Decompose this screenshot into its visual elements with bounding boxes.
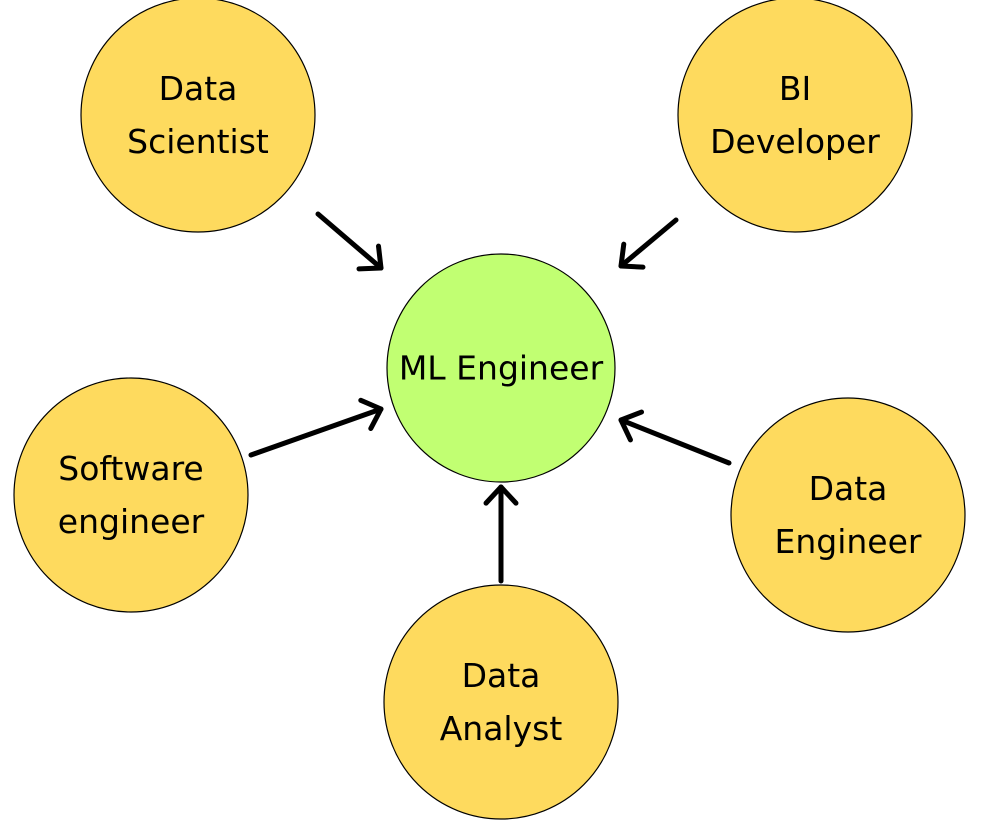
node-label: engineer xyxy=(58,502,205,541)
node-circle xyxy=(383,584,619,820)
arrowhead-icon xyxy=(618,409,645,443)
node-label: Data xyxy=(462,656,541,695)
node-circle xyxy=(386,253,616,483)
arrow-shaft xyxy=(315,211,384,271)
node-label: Analyst xyxy=(440,709,563,748)
node-ml-engineer: ML Engineer xyxy=(386,253,616,483)
node-circle xyxy=(730,397,966,633)
node-circle xyxy=(80,0,316,233)
node-label: Developer xyxy=(710,122,880,161)
arrow-bi-developer-to-ml-engineer xyxy=(618,217,679,270)
arrow-shaft xyxy=(248,406,384,458)
node-label: Data xyxy=(809,469,888,508)
arrow-data-scientist-to-ml-engineer xyxy=(315,211,384,272)
arrowhead-icon xyxy=(356,243,384,272)
arrowhead-icon xyxy=(483,484,519,506)
node-label: BI xyxy=(779,69,811,108)
arrow-software-engineer-to-ml-engineer xyxy=(248,397,384,458)
node-bi-developer: BI Developer xyxy=(677,0,913,233)
node-label: ML Engineer xyxy=(399,349,604,388)
arrowhead-icon xyxy=(618,241,646,270)
arrowhead-icon xyxy=(358,397,384,431)
node-label: Engineer xyxy=(775,522,922,561)
node-label: Data xyxy=(159,69,238,108)
node-circle xyxy=(13,377,249,613)
arrow-shaft xyxy=(618,417,732,466)
node-software-engineer: Software engineer xyxy=(13,377,249,613)
arrow-data-analyst-to-ml-engineer xyxy=(483,484,519,584)
arrow-data-engineer-to-ml-engineer xyxy=(618,409,732,466)
node-circle xyxy=(677,0,913,233)
arrow-shaft xyxy=(618,217,679,269)
arrows-layer xyxy=(248,211,732,584)
node-label: Scientist xyxy=(127,122,269,161)
node-label: Software xyxy=(58,449,203,488)
nodes-layer: ML EngineerDataScientistBIDeveloperSoftw… xyxy=(13,0,966,820)
